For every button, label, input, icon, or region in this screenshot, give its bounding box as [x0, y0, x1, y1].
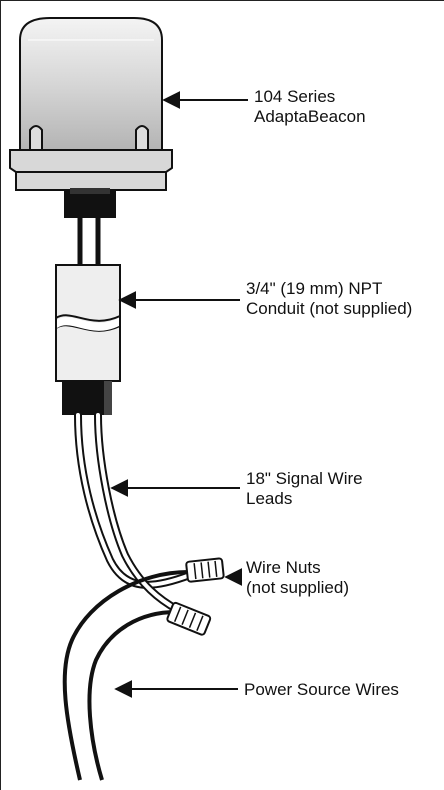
beacon-dome — [19, 17, 163, 151]
lower-fitting — [62, 381, 112, 415]
power-source-wires — [62, 570, 189, 781]
signal-label-line2: Leads — [246, 489, 292, 508]
power-label: Power Source Wires — [244, 680, 399, 699]
upper-fitting — [64, 188, 116, 218]
beacon-label-line2: AdaptaBeacon — [254, 107, 366, 126]
signal-label-line1: 18" Signal Wire — [246, 469, 363, 488]
wire-nut-upper — [185, 557, 225, 583]
dome-post-left — [29, 125, 43, 150]
dome-post-right — [135, 125, 149, 150]
conduit-label: 3/4" (19 mm) NPT Conduit (not supplied) — [246, 279, 412, 318]
wire-nut-lower — [166, 601, 212, 636]
upper-wires — [77, 218, 101, 265]
beacon-label-line1: 104 Series — [254, 87, 335, 106]
beacon-label: 104 Series AdaptaBeacon — [254, 87, 366, 126]
wire-nuts-label-line2: (not supplied) — [246, 578, 349, 597]
conduit-label-line2: Conduit (not supplied) — [246, 299, 412, 318]
wire-nuts-label-line1: Wire Nuts — [246, 558, 321, 577]
beacon-base — [9, 149, 173, 191]
signal-wire-leads — [74, 411, 194, 614]
conduit — [55, 264, 121, 382]
wire-nuts-label: Wire Nuts (not supplied) — [246, 558, 349, 597]
signal-label: 18" Signal Wire Leads — [246, 469, 367, 508]
conduit-label-line1: 3/4" (19 mm) NPT — [246, 279, 382, 298]
power-label-line1: Power Source Wires — [244, 680, 399, 699]
